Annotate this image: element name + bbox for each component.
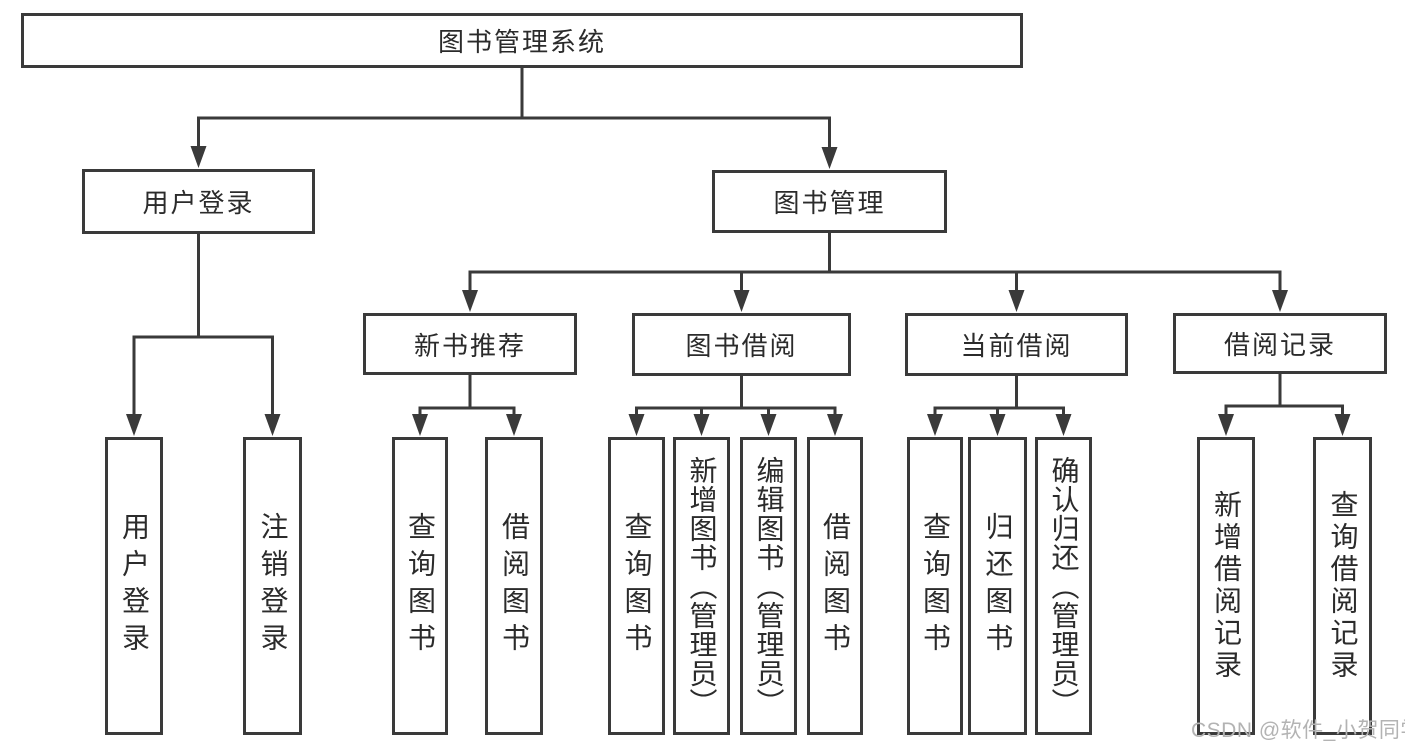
arrowhead bbox=[821, 147, 838, 169]
node-leaf_bw_borrow: 借阅图书 bbox=[807, 437, 863, 735]
arrowhead bbox=[1272, 290, 1288, 312]
arrowhead bbox=[412, 414, 428, 436]
arrowhead bbox=[733, 290, 750, 312]
node-leaf_rec_add: 新增借阅记录 bbox=[1197, 437, 1255, 735]
node-login: 用户登录 bbox=[82, 169, 315, 234]
arrowhead bbox=[264, 414, 281, 436]
node-root: 图书管理系统 bbox=[21, 13, 1023, 68]
node-leaf_login: 用户登录 bbox=[105, 437, 163, 735]
arrowhead bbox=[462, 290, 478, 312]
arrowhead bbox=[1334, 414, 1351, 436]
node-label: 图书管理 bbox=[773, 188, 886, 218]
node-label: 确认归还（管理员） bbox=[1048, 455, 1080, 717]
arrowhead bbox=[126, 414, 142, 436]
node-mgmt: 图书管理 bbox=[712, 170, 947, 233]
arrowhead bbox=[1218, 414, 1234, 436]
node-leaf_logout: 注销登录 bbox=[243, 437, 302, 735]
node-leaf_bw_query: 查询图书 bbox=[608, 437, 665, 735]
node-label: 借阅图书 bbox=[820, 512, 851, 660]
node-label: 注销登录 bbox=[257, 512, 289, 660]
node-label: 新增图书（管理员） bbox=[686, 455, 718, 717]
node-newbook: 新书推荐 bbox=[363, 313, 577, 375]
arrowhead bbox=[760, 414, 777, 436]
node-label: 新书推荐 bbox=[413, 330, 526, 361]
node-label: 编辑图书（管理员） bbox=[753, 455, 785, 717]
node-leaf_bw_add: 新增图书（管理员） bbox=[673, 437, 730, 735]
arrowhead bbox=[827, 414, 843, 436]
arrowhead bbox=[628, 414, 645, 436]
node-leaf_cur_confirm: 确认归还（管理员） bbox=[1035, 437, 1092, 735]
arrowhead bbox=[989, 414, 1006, 436]
node-label: 借阅记录 bbox=[1223, 330, 1336, 360]
node-leaf_rec_query: 查询借阅记录 bbox=[1313, 437, 1372, 735]
node-label: 归还图书 bbox=[982, 512, 1014, 660]
node-label: 查询图书 bbox=[920, 512, 951, 660]
arrowhead bbox=[693, 414, 710, 436]
arrowhead bbox=[190, 146, 207, 168]
node-leaf_bw_edit: 编辑图书（管理员） bbox=[740, 437, 797, 735]
arrowhead bbox=[927, 414, 943, 436]
node-current: 当前借阅 bbox=[905, 313, 1128, 376]
node-label: 当前借阅 bbox=[960, 331, 1073, 361]
arrowhead bbox=[1055, 414, 1072, 436]
node-label: 查询借阅记录 bbox=[1327, 490, 1359, 682]
node-records: 借阅记录 bbox=[1173, 313, 1387, 374]
node-label: 新增借阅记录 bbox=[1211, 490, 1242, 682]
watermark: CSDN @软件_小贺同学 bbox=[1191, 719, 1405, 742]
node-label: 图书借阅 bbox=[685, 331, 798, 361]
node-borrow: 图书借阅 bbox=[632, 313, 851, 376]
arrowhead bbox=[506, 414, 522, 436]
node-label: 借阅图书 bbox=[499, 512, 530, 660]
arrowhead bbox=[1008, 290, 1025, 312]
node-leaf_nb_borrow: 借阅图书 bbox=[485, 437, 543, 735]
node-label: 用户登录 bbox=[142, 188, 255, 218]
node-label: 图书管理系统 bbox=[437, 27, 606, 57]
node-label: 查询图书 bbox=[621, 512, 653, 660]
node-leaf_nb_query: 查询图书 bbox=[392, 437, 448, 735]
node-label: 用户登录 bbox=[119, 512, 150, 660]
node-label: 查询图书 bbox=[405, 512, 436, 660]
node-leaf_cur_query: 查询图书 bbox=[907, 437, 963, 735]
node-leaf_cur_return: 归还图书 bbox=[968, 437, 1027, 735]
